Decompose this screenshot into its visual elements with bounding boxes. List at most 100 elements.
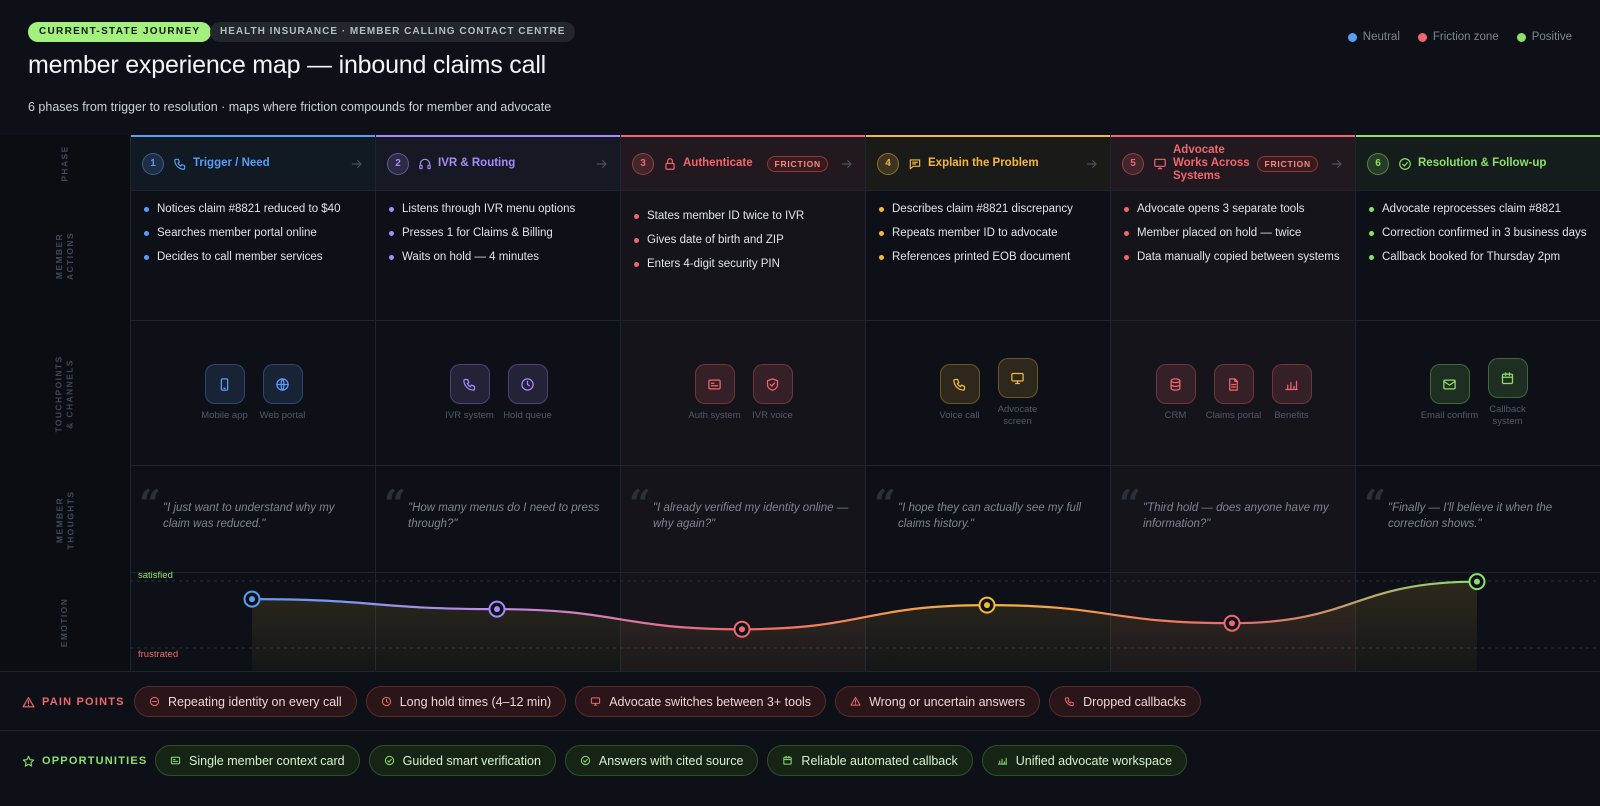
bar-chart-icon xyxy=(1285,380,1298,390)
action-item: Advocate opens 3 separate tools xyxy=(1124,201,1342,217)
phase-name: Advocate Works Across Systems xyxy=(1173,144,1250,182)
phone-icon xyxy=(1065,697,1074,707)
globe-icon xyxy=(276,377,289,391)
touchpoint-label: Mobile app xyxy=(201,410,248,421)
legend-dot xyxy=(1347,32,1357,42)
touchpoints: Auth system IVR voice xyxy=(621,321,866,466)
thought-text: "Finally — I'll believe it when the corr… xyxy=(1388,502,1553,530)
page-subtitle: 6 phases from trigger to resolution · ma… xyxy=(28,100,552,114)
touchpoint[interactable]: Hold queue xyxy=(503,364,552,422)
action-text: Data manually copied between systems xyxy=(1137,251,1340,263)
touchpoint[interactable]: IVR system xyxy=(445,364,494,422)
pain-point-chip[interactable]: Dropped callbacks xyxy=(1049,686,1201,717)
arrow-right-icon xyxy=(841,159,852,168)
pain-points-title: PAIN POINTS xyxy=(42,696,125,708)
opportunity-chip[interactable]: Single member context card xyxy=(155,745,360,776)
action-text: Member placed on hold — twice xyxy=(1137,227,1302,239)
opportunities-title: OPPORTUNITIES xyxy=(42,755,148,767)
header: CURRENT-STATE JOURNEY HEALTH INSURANCE ·… xyxy=(0,0,1600,135)
action-text: Waits on hold — 4 minutes xyxy=(402,251,539,263)
pain-point-chip[interactable]: Long hold times (4–12 min) xyxy=(365,686,567,717)
action-text: Describes claim #8821 discrepancy xyxy=(892,203,1073,215)
touchpoint[interactable]: Advocate screen xyxy=(997,358,1038,428)
check-circle-icon xyxy=(580,755,591,766)
phase-name: Trigger / Need xyxy=(193,157,270,169)
opportunity-chip[interactable]: Reliable automated callback xyxy=(767,745,973,776)
touchpoints: Voice call Advocate screen xyxy=(866,321,1111,466)
monitor-icon xyxy=(591,697,601,706)
page-title: member experience map — inbound claims c… xyxy=(28,51,547,79)
chip-label: Single member context card xyxy=(189,753,345,768)
pain-point-chip[interactable]: Repeating identity on every call xyxy=(134,686,357,717)
action-item: Listens through IVR menu options xyxy=(389,201,607,217)
touchpoint[interactable]: Voice call xyxy=(939,364,980,422)
thought-text: "I hope they can actually see my full cl… xyxy=(898,502,1082,530)
legend-label: Positive xyxy=(1531,31,1572,43)
touchpoint-tile xyxy=(1429,364,1470,404)
touchpoint[interactable]: Callback system xyxy=(1487,358,1528,428)
phone-icon xyxy=(463,378,476,391)
action-text: Searches member portal online xyxy=(157,227,317,239)
chip-label: Advocate switches between 3+ tools xyxy=(609,694,812,709)
chip-label: Guided smart verification xyxy=(402,753,541,768)
mail-icon xyxy=(1443,379,1456,389)
frustrated-label: frustrated xyxy=(138,649,178,660)
member-thought: “"How many menus do I need to press thro… xyxy=(376,466,621,573)
chip-label: Unified advocate workspace xyxy=(1015,753,1173,768)
touchpoint[interactable]: Web portal xyxy=(260,364,305,422)
shield-check-icon xyxy=(766,377,779,391)
opportunity-chip[interactable]: Guided smart verification xyxy=(368,745,556,776)
row-label-emotion: EMOTION xyxy=(0,573,130,671)
touchpoint[interactable]: Email confirm xyxy=(1421,364,1478,422)
touchpoint[interactable]: CRM xyxy=(1155,364,1196,422)
touchpoint-label: Claims portal xyxy=(1205,410,1262,421)
touchpoint[interactable]: IVR voice xyxy=(752,364,793,422)
action-item: References printed EOB document xyxy=(879,249,1097,265)
bullet xyxy=(389,206,394,212)
member-thought: “"Third hold — does anyone have my infor… xyxy=(1111,466,1356,573)
touchpoint-label: Auth system xyxy=(688,410,741,421)
touchpoint-label: Benefits xyxy=(1274,410,1309,421)
touchpoint[interactable]: Benefits xyxy=(1271,364,1312,422)
chip-label: Reliable automated callback xyxy=(801,753,958,768)
touchpoint[interactable]: Claims portal xyxy=(1206,364,1261,422)
emotion-point-core xyxy=(249,596,255,603)
row-label-touchpoints: TOUCHPOINTS& CHANNELS xyxy=(0,321,130,466)
opportunity-chip[interactable]: Unified advocate workspace xyxy=(981,745,1188,776)
row-label-phase: PHASE xyxy=(0,135,130,191)
phone-icon xyxy=(174,158,186,170)
bullet xyxy=(1369,254,1374,260)
pain-point-chip[interactable]: Wrong or uncertain answers xyxy=(835,686,1041,717)
arrow-right-icon xyxy=(1331,159,1342,168)
touchpoint[interactable]: Auth system xyxy=(688,364,741,422)
database-icon xyxy=(1170,377,1181,391)
action-text: Gives date of birth and ZIP xyxy=(647,234,784,246)
touchpoint-tile xyxy=(449,364,490,404)
pain-points-band: PAIN POINTS Repeating identity on every … xyxy=(0,671,1600,731)
emotion-point-core xyxy=(739,626,745,633)
action-item: Waits on hold — 4 minutes xyxy=(389,249,607,265)
action-item: Repeats member ID to advocate xyxy=(879,225,1097,241)
bullet xyxy=(634,261,639,267)
touchpoint[interactable]: Mobile app xyxy=(201,364,248,422)
phase-name: Authenticate xyxy=(683,157,753,169)
opportunity-chip[interactable]: Answers with cited source xyxy=(564,745,759,776)
emotion-point-core xyxy=(494,606,500,613)
phone-icon xyxy=(953,378,966,391)
pain-point-chip[interactable]: Advocate switches between 3+ tools xyxy=(575,686,827,717)
touchpoint-label: CRM xyxy=(1164,410,1187,421)
